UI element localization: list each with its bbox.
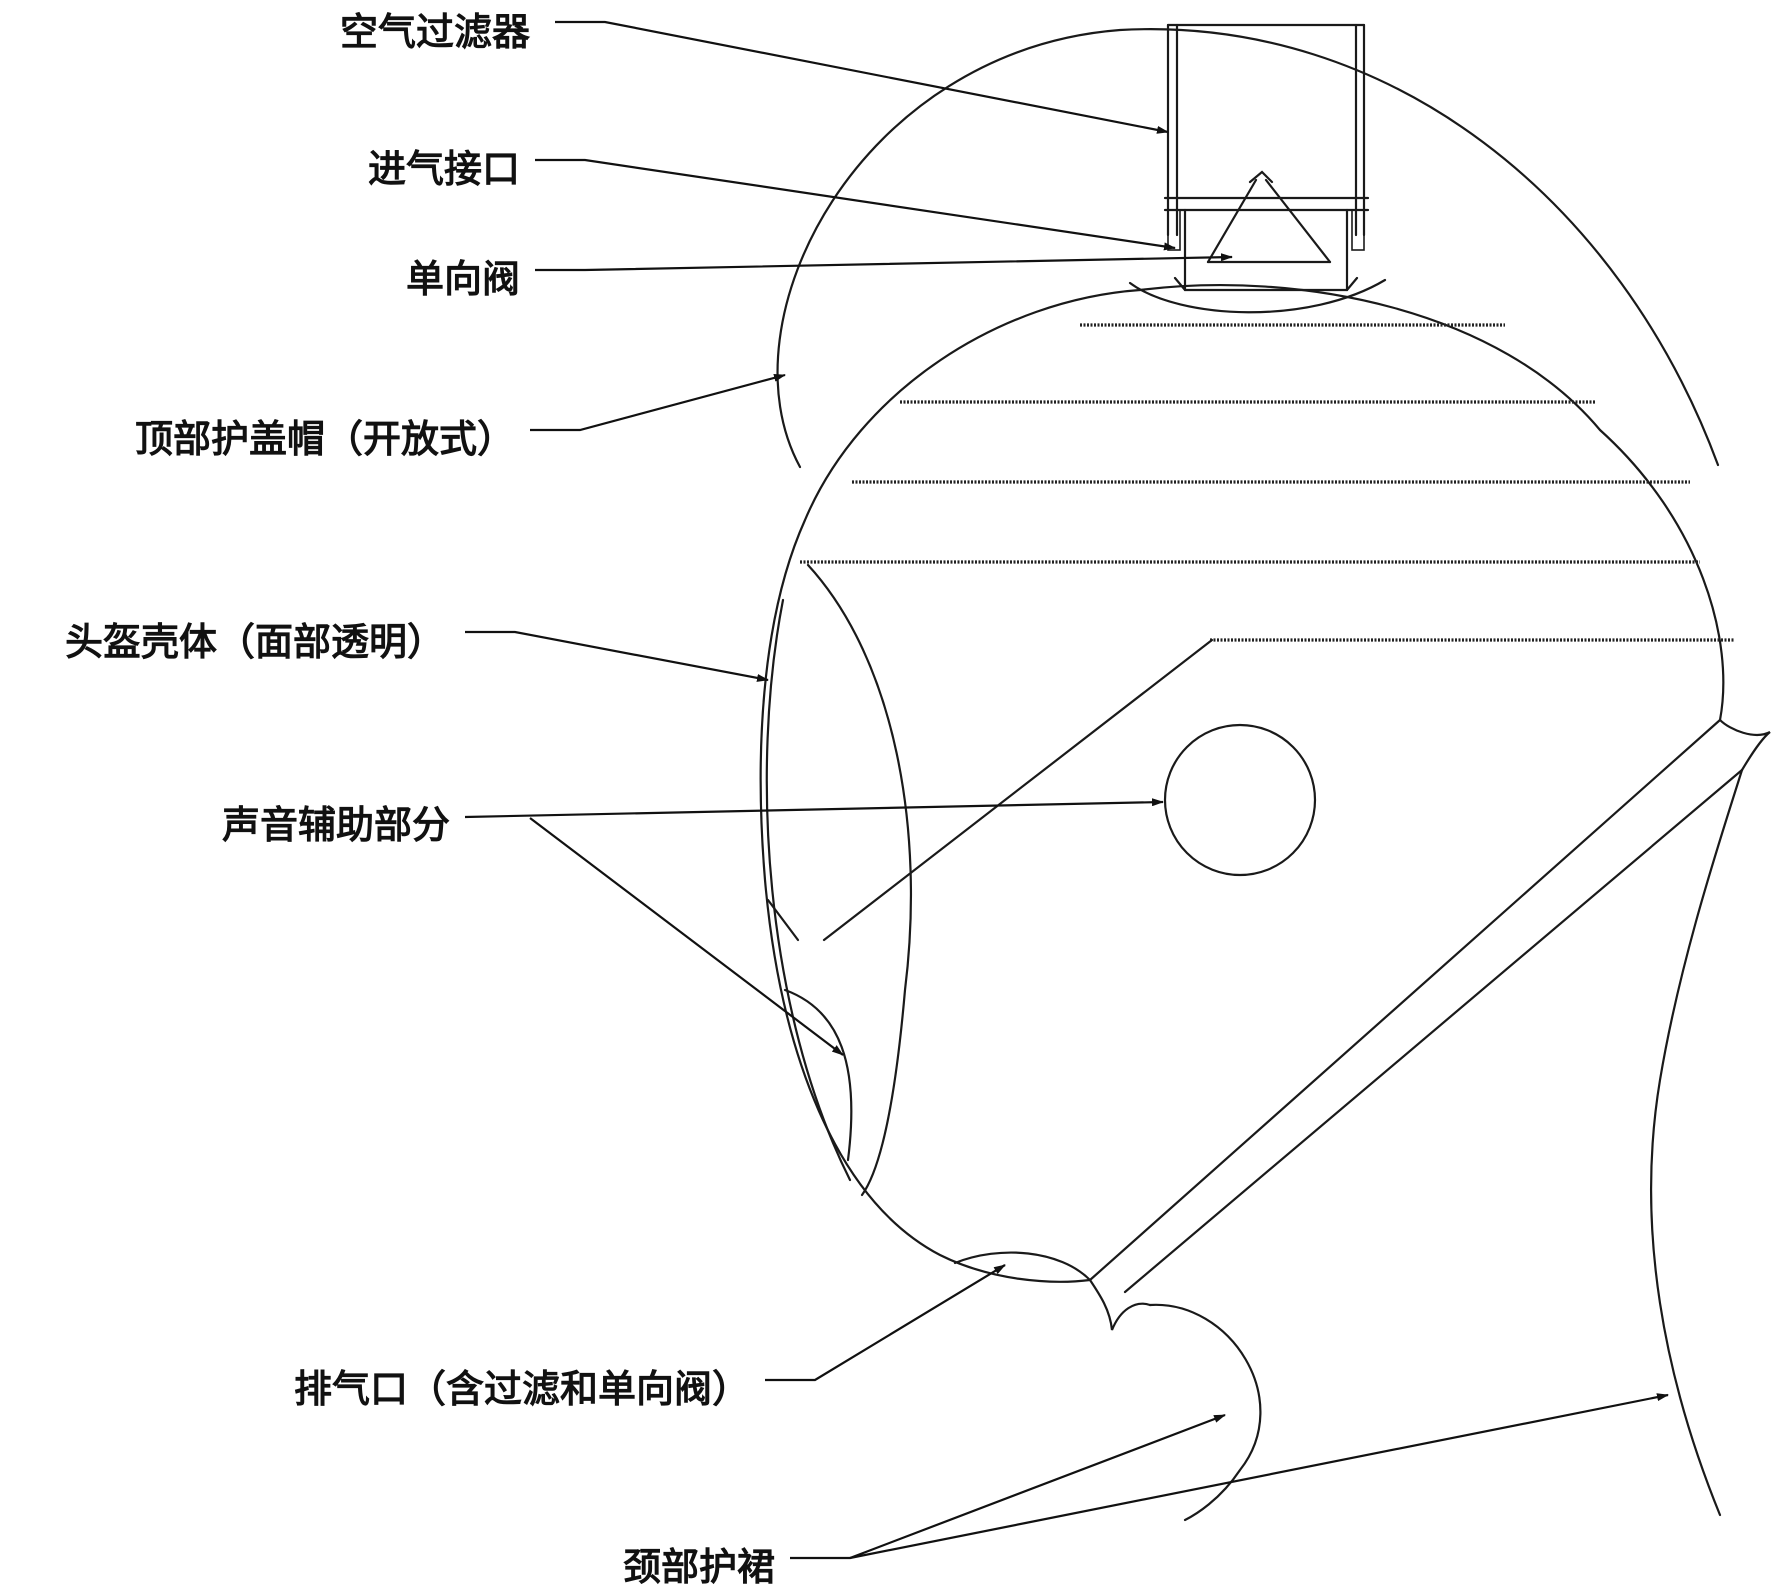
- label-check-valve: 单向阀: [406, 257, 520, 301]
- label-exhaust-port: 排气口（含过滤和单向阀）: [294, 1367, 750, 1411]
- label-neck-skirt: 颈部护裙: [623, 1545, 775, 1585]
- label-intake-port: 进气接口: [368, 147, 520, 191]
- top-cap-outline: [776, 28, 1720, 469]
- inner-frame: [766, 638, 1744, 1294]
- neck-skirt-outline: [1148, 768, 1744, 1522]
- label-air-filter: 空气过滤器: [340, 10, 531, 54]
- label-top-cap: 顶部护盖帽（开放式）: [135, 417, 515, 461]
- face-visor: [765, 563, 913, 1197]
- label-sound-aid: 声音辅助部分: [222, 803, 450, 847]
- air-filter-assembly: [1163, 23, 1370, 292]
- helmet-shell-outline: [759, 278, 1771, 1283]
- shell-ribs: [800, 323, 1735, 642]
- sound-aid-circle: [1163, 723, 1317, 877]
- label-helmet-shell: 头盔壳体（面部透明）: [65, 620, 445, 664]
- exhaust-port: [953, 1251, 1152, 1331]
- leader-lines: [464, 20, 1669, 1560]
